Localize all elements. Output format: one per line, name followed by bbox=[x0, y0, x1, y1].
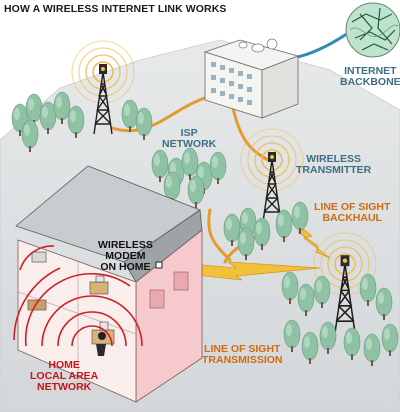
backhaul-signal-bolt bbox=[289, 217, 331, 259]
home-house bbox=[15, 165, 203, 403]
home-lan-signal bbox=[13, 245, 143, 347]
internet-backbone-cable bbox=[291, 33, 347, 60]
internet-globe-icon bbox=[345, 2, 400, 58]
isp-building bbox=[203, 38, 300, 119]
page-title: HOW A WIRELESS INTERNET LINK WORKS bbox=[4, 3, 227, 15]
